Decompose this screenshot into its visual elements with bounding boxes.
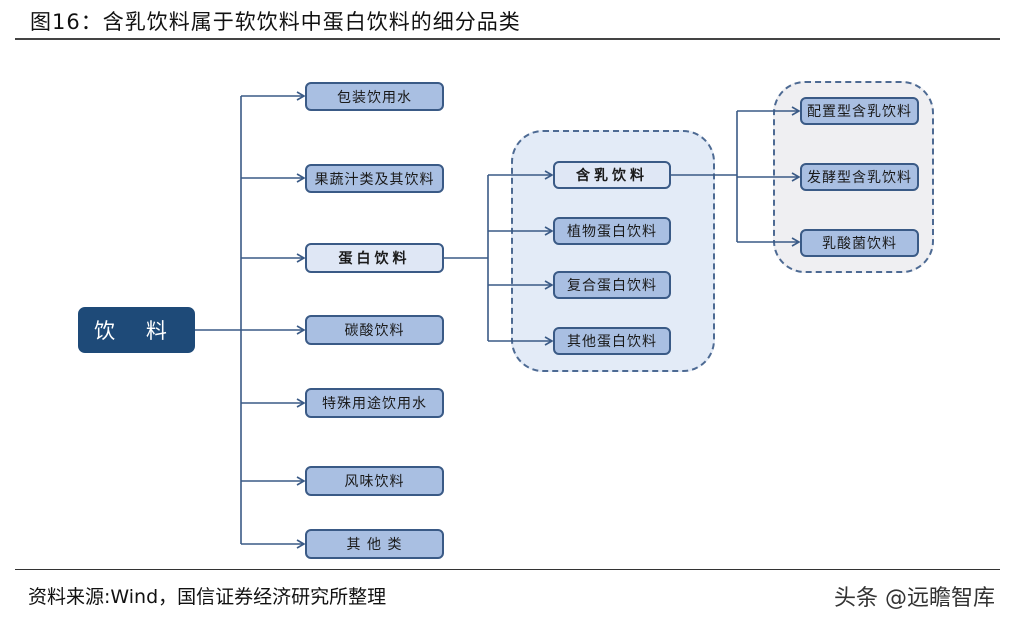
node-special-water: 特殊用途饮用水	[305, 388, 444, 418]
node-fruit-veg-juice: 果蔬汁类及其饮料	[305, 164, 444, 193]
node-milk-drinks: 含乳饮料	[553, 161, 671, 189]
watermark: 头条 @远瞻智库	[834, 586, 995, 611]
bottom-rule	[15, 569, 1000, 570]
node-formulated-milk: 配置型含乳饮料	[800, 97, 919, 125]
node-lactobacillus: 乳酸菌饮料	[800, 229, 919, 257]
source-note: 资料来源:Wind，国信证券经济研究所整理	[28, 586, 387, 608]
node-flavored: 风味饮料	[305, 466, 444, 496]
node-plant-protein: 植物蛋白饮料	[553, 217, 671, 245]
node-packaged-water: 包装饮用水	[305, 82, 444, 111]
node-fermented-milk: 发酵型含乳饮料	[800, 163, 919, 191]
figure-title: 图16：含乳饮料属于软饮料中蛋白饮料的细分品类	[30, 10, 521, 34]
root-node-beverages: 饮 料	[78, 307, 195, 353]
node-compound-protein: 复合蛋白饮料	[553, 271, 671, 299]
node-other-protein: 其他蛋白饮料	[553, 327, 671, 355]
node-carbonated: 碳酸饮料	[305, 315, 444, 345]
node-others: 其 他 类	[305, 529, 444, 559]
node-protein-drinks: 蛋白饮料	[305, 243, 444, 273]
top-rule	[15, 38, 1000, 40]
